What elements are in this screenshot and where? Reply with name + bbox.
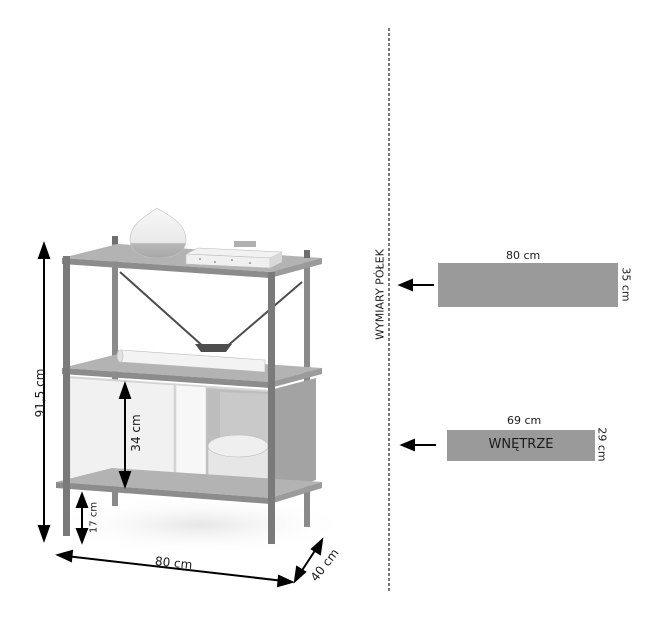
shelf-dimension-box — [438, 263, 618, 307]
leg-clearance-label: 17 cm — [88, 501, 100, 534]
shelf-depth-label: 35 cm — [619, 267, 633, 302]
shelf-width-label: 80 cm — [506, 249, 541, 262]
interior-dimension-box: WNĘTRZE — [447, 430, 595, 461]
interior-depth-label: 29 cm — [595, 427, 609, 462]
section-label: WYMIARY PÓŁEK — [373, 249, 387, 340]
interior-width-label: 69 cm — [507, 414, 542, 427]
interior-box-label: WNĘTRZE — [488, 437, 554, 452]
cabinet-height-label: 34 cm — [129, 414, 143, 452]
height-total-label: 91,5 cm — [33, 368, 47, 418]
